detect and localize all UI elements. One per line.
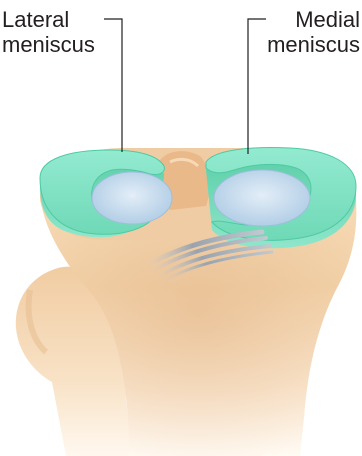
medial-articular-cartilage (214, 170, 310, 226)
medial-leader-line (248, 19, 266, 154)
medial-meniscus (206, 148, 356, 249)
lateral-articular-cartilage (92, 172, 172, 224)
lateral-leader-line (104, 19, 122, 152)
